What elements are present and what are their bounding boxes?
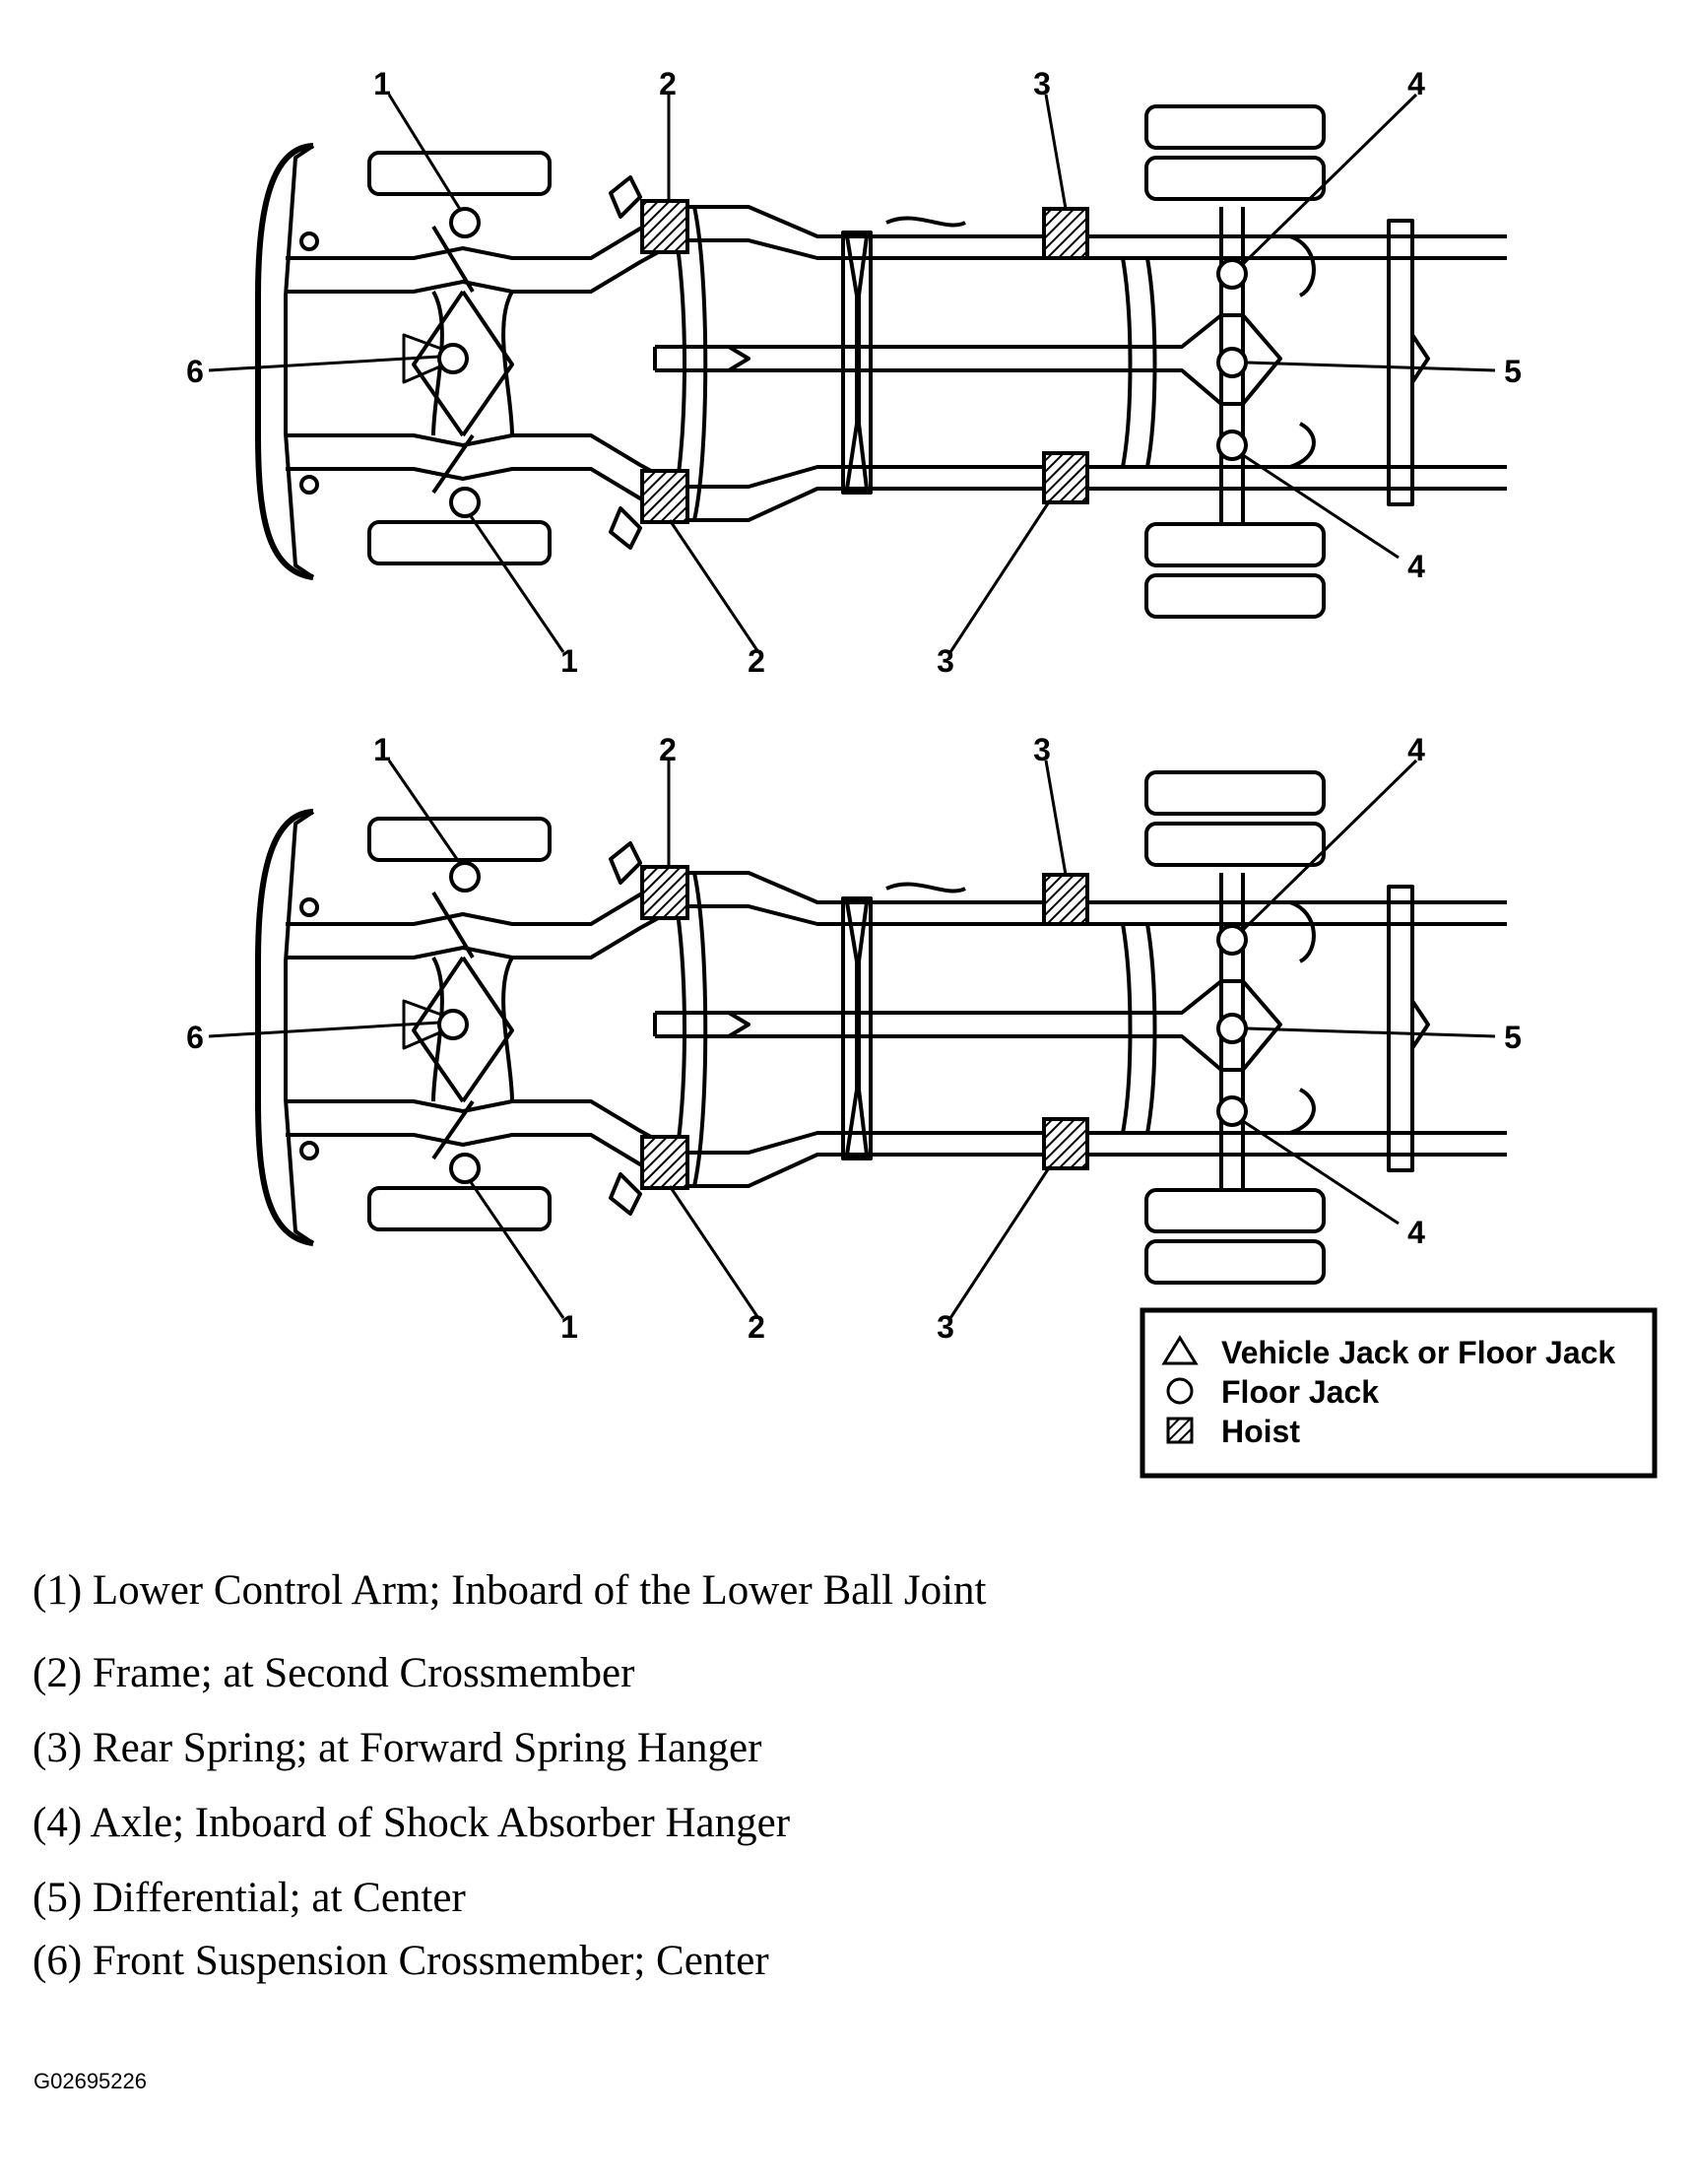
hoist-point-2-lower: [640, 1135, 689, 1190]
legend-label-floor-jack: Floor Jack: [1221, 1374, 1379, 1410]
floor-jack-point-6: [437, 1009, 469, 1040]
hoist-point-3-lower: [1042, 1117, 1089, 1170]
caption-3: (3) Rear Spring; at Forward Spring Hange…: [33, 1725, 762, 1771]
floor-jack-point-1-lower: [449, 1153, 481, 1184]
hoist-point-2-upper: [640, 199, 689, 254]
callout-6: 6: [186, 354, 204, 389]
callout-3-top: 3: [1033, 732, 1051, 767]
hatched-square-icon: [1166, 1417, 1194, 1444]
hoist-point-3-lower: [1042, 451, 1089, 504]
callout-6: 6: [186, 1020, 204, 1055]
callout-3-bottom: 3: [937, 643, 954, 679]
caption-2: (2) Frame; at Second Crossmember: [33, 1650, 635, 1696]
caption-6: (6) Front Suspension Crossmember; Center: [33, 1938, 769, 1984]
legend-label-vehicle-jack: Vehicle Jack or Floor Jack: [1221, 1335, 1615, 1370]
callout-3-bottom: 3: [937, 1309, 954, 1345]
floor-jack-point-1-upper: [449, 207, 481, 238]
callout-4-top: 4: [1407, 732, 1425, 767]
floor-jack-point-5: [1216, 1013, 1248, 1044]
floor-jack-point-5: [1216, 347, 1248, 378]
legend: Vehicle Jack or Floor Jack Floor Jack Ho…: [1140, 1307, 1658, 1479]
floor-jack-point-1-upper: [449, 861, 481, 893]
chassis-view-bottom: 1 1 2 2 3 3 4 4 5 6: [186, 732, 1522, 1345]
triangle-icon: [1161, 1335, 1199, 1365]
figure-id: G02695226: [33, 2069, 147, 2093]
circle-icon: [1166, 1377, 1194, 1405]
callout-2-bottom: 2: [748, 643, 765, 679]
callout-1-top: 1: [373, 732, 391, 767]
callout-1-bottom: 1: [560, 643, 578, 679]
hoist-point-3-upper: [1042, 873, 1089, 926]
callout-2-bottom: 2: [748, 1309, 765, 1345]
hoist-point-2-upper: [640, 865, 689, 920]
floor-jack-point-4-lower: [1216, 1095, 1248, 1127]
chassis-view-top: 1 1 2 2 3 3 4 4 5 6: [186, 66, 1522, 679]
floor-jack-point-6: [437, 343, 469, 374]
hoist-point-2-lower: [640, 469, 689, 524]
caption-5: (5) Differential; at Center: [33, 1875, 466, 1921]
caption-4: (4) Axle; Inboard of Shock Absorber Hang…: [33, 1800, 791, 1846]
callout-4-top: 4: [1407, 66, 1425, 101]
callout-5: 5: [1504, 354, 1522, 389]
legend-box: [1140, 1307, 1658, 1479]
floor-jack-point-4-upper: [1216, 924, 1248, 956]
callout-4-bottom: 4: [1407, 549, 1425, 584]
callout-5: 5: [1504, 1020, 1522, 1055]
floor-jack-point-1-lower: [449, 487, 481, 518]
callout-3-top: 3: [1033, 66, 1051, 101]
callout-1-bottom: 1: [560, 1309, 578, 1345]
hoist-point-3-upper: [1042, 207, 1089, 260]
callout-4-bottom: 4: [1407, 1215, 1425, 1250]
caption-1: (1) Lower Control Arm; Inboard of the Lo…: [33, 1567, 987, 1614]
callout-2-top: 2: [659, 66, 677, 101]
legend-label-hoist: Hoist: [1221, 1414, 1300, 1449]
callout-1-top: 1: [373, 66, 391, 101]
floor-jack-point-4-lower: [1216, 430, 1248, 461]
floor-jack-point-4-upper: [1216, 258, 1248, 290]
callout-2-top: 2: [659, 732, 677, 767]
